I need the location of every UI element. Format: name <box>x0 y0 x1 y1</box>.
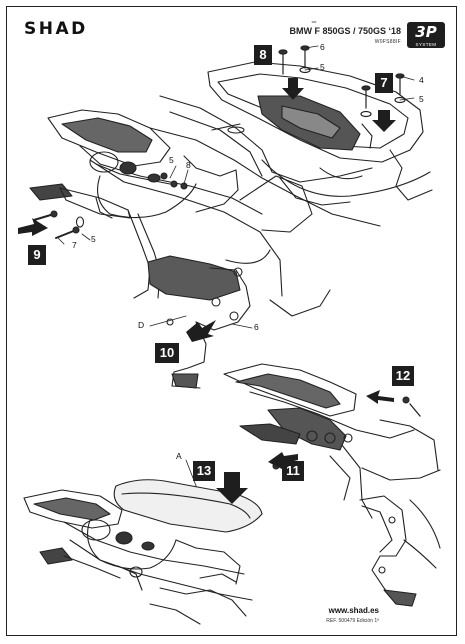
callout-a: A <box>176 451 182 461</box>
step-10-badge: 10 <box>155 343 179 363</box>
callout-5-top: 5 <box>320 62 325 72</box>
edition-label: REF. 500479 Edición 1ª <box>326 618 379 624</box>
callout-6-top: 6 <box>320 42 325 52</box>
ref-code: W0FS88IF <box>374 39 401 45</box>
step-8-badge: 8 <box>254 45 272 65</box>
step-12-badge: 12 <box>392 366 414 386</box>
top-rack-illustration <box>159 61 433 206</box>
step-7-badge: 7 <box>375 73 393 93</box>
callout-5-right: 5 <box>419 94 424 104</box>
step-13-badge: 13 <box>193 461 215 481</box>
callout-4: 4 <box>419 75 424 85</box>
callout-5-left: 5 <box>91 234 96 244</box>
brand-logo: SHAD <box>24 19 88 39</box>
callout-5-mid: 5 <box>169 155 174 165</box>
callout-d: D <box>138 320 145 330</box>
callout-6-mid: 6 <box>254 322 259 332</box>
website-label: www.shad.es <box>328 606 379 615</box>
step-9-badge: 9 <box>28 245 46 265</box>
step-11-badge: 11 <box>282 461 304 481</box>
right-panel-illustration <box>223 363 441 607</box>
system-badge-big: 3P <box>415 23 437 41</box>
direction-arrows <box>18 78 396 504</box>
callout-8: 8 <box>186 160 191 170</box>
model-title: BMW F 850GS / 750GS ‘18 <box>289 26 401 36</box>
callout-7: 7 <box>72 240 77 250</box>
system-badge-small: SYSTEM <box>415 42 437 47</box>
system-badge: 3P SYSTEM <box>407 22 445 48</box>
middle-frame-illustration <box>29 109 381 389</box>
seat-illustration <box>23 479 263 625</box>
